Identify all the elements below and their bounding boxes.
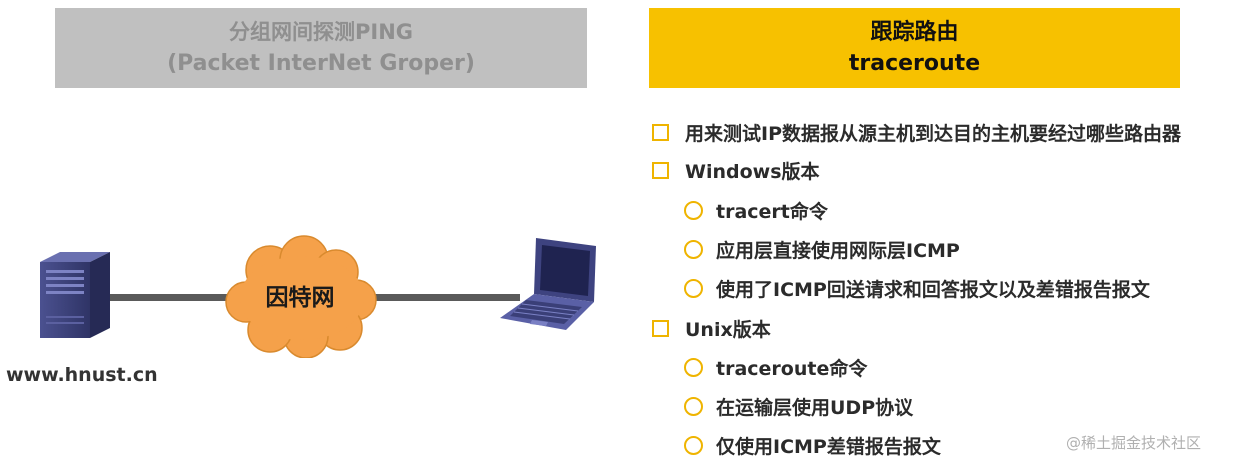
list-item-text: traceroute命令: [716, 358, 868, 380]
list-item-text: 用来测试IP数据报从源主机到达目的主机要经过哪些路由器: [685, 123, 1181, 145]
circle-bullet-icon: [684, 436, 703, 455]
ping-banner: 分组网间探测PING (Packet InterNet Groper): [55, 8, 587, 88]
ping-subtitle: (Packet InterNet Groper): [167, 51, 475, 76]
laptop-icon: [500, 238, 596, 330]
list-item: Unix版本: [652, 315, 771, 342]
list-item: 用来测试IP数据报从源主机到达目的主机要经过哪些路由器: [652, 119, 1181, 146]
square-bullet-icon: [652, 124, 669, 141]
list-item-text: Unix版本: [685, 319, 771, 341]
list-item: tracert命令: [684, 197, 828, 224]
traceroute-banner: 跟踪路由 traceroute: [649, 8, 1180, 88]
server-label: www.hnust.cn: [6, 364, 158, 386]
list-item: 仅使用ICMP差错报告报文: [684, 432, 941, 459]
circle-bullet-icon: [684, 201, 703, 220]
server-icon: [40, 252, 110, 338]
list-item-text: 使用了ICMP回送请求和回答报文以及差错报告报文: [716, 279, 1150, 301]
circle-bullet-icon: [684, 279, 703, 298]
traceroute-subtitle: traceroute: [848, 51, 981, 76]
link-server-cloud: [108, 294, 238, 301]
cloud-icon: [225, 235, 377, 358]
traceroute-title: 跟踪路由: [870, 20, 959, 45]
watermark: @稀土掘金技术社区: [1066, 434, 1202, 452]
list-item: 使用了ICMP回送请求和回答报文以及差错报告报文: [684, 275, 1150, 302]
link-cloud-laptop: [362, 294, 520, 301]
circle-bullet-icon: [684, 358, 703, 377]
list-item-text: 在运输层使用UDP协议: [716, 397, 914, 419]
list-item-text: tracert命令: [716, 201, 828, 223]
circle-bullet-icon: [684, 397, 703, 416]
list-item: traceroute命令: [684, 354, 867, 381]
square-bullet-icon: [652, 320, 669, 337]
list-item: Windows版本: [652, 157, 820, 184]
list-item: 在运输层使用UDP协议: [684, 393, 913, 420]
square-bullet-icon: [652, 162, 669, 179]
list-item: 应用层直接使用网际层ICMP: [684, 236, 960, 263]
ping-title: 分组网间探测PING: [228, 20, 414, 44]
list-item-text: 仅使用ICMP差错报告报文: [716, 436, 941, 458]
circle-bullet-icon: [684, 240, 703, 259]
list-item-text: 应用层直接使用网际层ICMP: [716, 240, 960, 262]
list-item-text: Windows版本: [685, 161, 820, 183]
cloud-label: 因特网: [265, 285, 335, 311]
